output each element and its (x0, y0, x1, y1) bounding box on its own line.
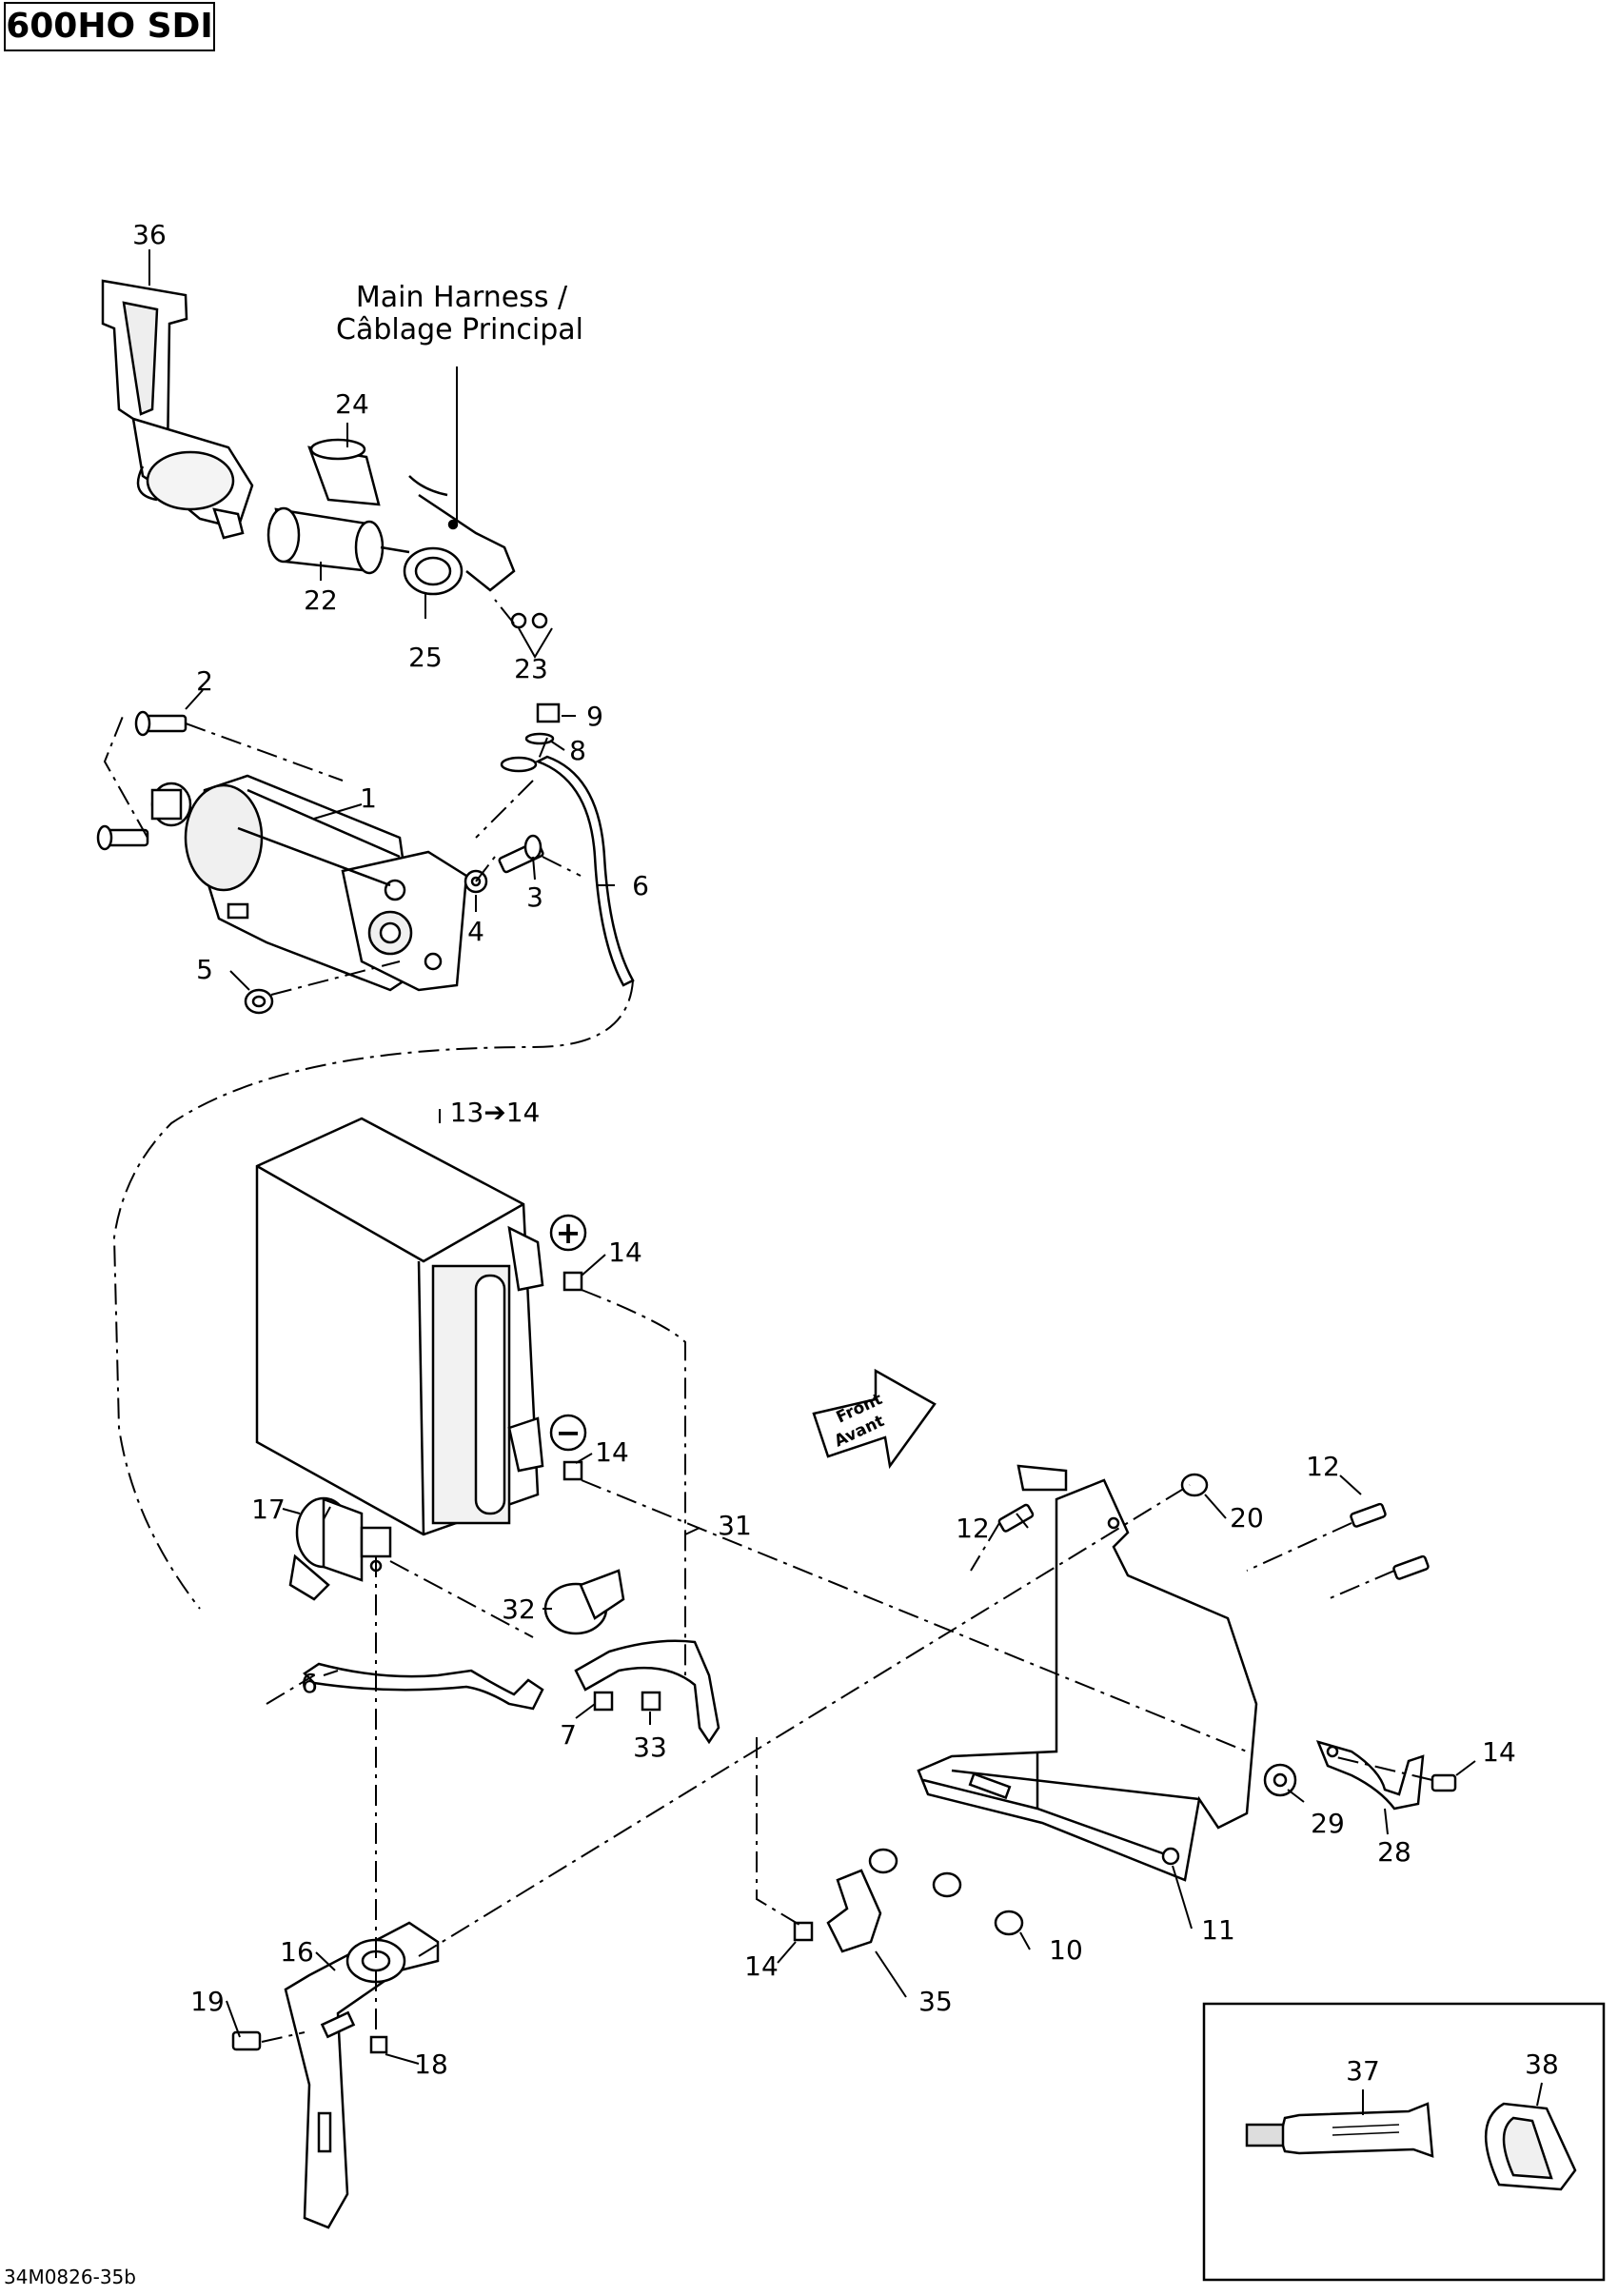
callout-13: 13➔14 (450, 1097, 541, 1128)
callout-12-right: 12 (1306, 1451, 1340, 1482)
callout-5: 5 (196, 954, 213, 985)
callout-9: 9 (586, 701, 603, 732)
callout-29: 29 (1311, 1808, 1345, 1839)
battery (255, 1117, 544, 1536)
callout-2: 2 (196, 665, 213, 697)
screws-12 (997, 1502, 1430, 1580)
nuts-7-33 (593, 1691, 661, 1712)
nut-18 (369, 2035, 388, 2054)
ground-cable-31 (574, 1639, 720, 1745)
main-harness-en: Main Harness / (356, 281, 568, 314)
callouts: 36 24 22 25 23 2 9 8 1 3 6 4 5 13➔14 14 … (132, 219, 1516, 2080)
callout-7: 7 (560, 1719, 577, 1751)
boot-35 (793, 1869, 882, 1953)
inset-box: 37 38 (1202, 2002, 1606, 2282)
callout-11: 11 (1201, 1914, 1235, 1946)
callout-14-d: 14 (744, 1950, 779, 1982)
assembly-lines (103, 599, 1433, 2043)
callout-14-b: 14 (595, 1436, 629, 1468)
callout-16: 16 (280, 1936, 314, 1968)
battery-tray (917, 1464, 1258, 1882)
star-washer-29 (1263, 1763, 1297, 1797)
callout-4: 4 (467, 916, 484, 947)
rubber-mounts-10 (868, 1848, 1024, 1936)
callout-33: 33 (633, 1732, 667, 1763)
callout-1: 1 (360, 782, 377, 814)
main-harness-fr: Câblage Principal (336, 313, 583, 346)
callout-38: 38 (1525, 2049, 1559, 2080)
callout-31: 31 (718, 1510, 752, 1541)
nut-20 (1180, 1473, 1209, 1497)
callout-28: 28 (1377, 1836, 1411, 1868)
main-harness-label: Main Harness / Câblage Principal (336, 281, 583, 346)
support-bracket (101, 279, 254, 540)
callout-14-c: 14 (1482, 1736, 1516, 1768)
callout-19: 19 (190, 1986, 225, 2017)
callout-10: 10 (1049, 1934, 1083, 1966)
callout-12-left: 12 (956, 1513, 990, 1544)
grease-tube-37 (1245, 2102, 1434, 2158)
ground-cable-28 (1315, 1740, 1425, 1811)
callout-18: 18 (414, 2049, 448, 2080)
callout-24: 24 (335, 388, 369, 420)
callout-35: 35 (918, 1986, 953, 2017)
callout-22: 22 (304, 584, 338, 616)
starter-motor (150, 774, 468, 992)
callout-17: 17 (251, 1494, 286, 1525)
callout-8: 8 (569, 735, 586, 766)
terminal-nuts (562, 1271, 583, 1481)
callout-25: 25 (408, 642, 443, 673)
callout-6-top: 6 (632, 870, 649, 901)
callout-6-bottom: 6 (301, 1668, 318, 1699)
solenoid (288, 1496, 392, 1601)
leader-lines (148, 249, 1476, 2065)
front-arrow: Front Avant (812, 1368, 937, 1470)
terminal-cap (543, 1569, 625, 1635)
starter-cable-6 (500, 703, 635, 987)
leader-38 (1536, 2082, 1543, 2107)
callout-23: 23 (514, 653, 548, 684)
callout-37: 37 (1346, 2055, 1380, 2087)
solenoid-cable-6 (303, 1662, 544, 1711)
plus-symbol: + (556, 1215, 582, 1251)
callout-32: 32 (502, 1593, 536, 1625)
screw-19 (231, 2030, 262, 2051)
document-code: 34M0826-35b (4, 2266, 136, 2288)
capacitor-assembly (266, 438, 548, 629)
screw-14-right (1431, 1773, 1457, 1792)
polarity-symbols: + − (549, 1214, 587, 1452)
callout-20: 20 (1230, 1502, 1264, 1534)
callout-36: 36 (132, 219, 167, 250)
strap-38 (1484, 2102, 1577, 2191)
model-tag: 600HO SDI (4, 2, 215, 51)
callout-3: 3 (526, 881, 543, 913)
callout-14-a: 14 (608, 1237, 642, 1268)
minus-symbol: − (556, 1415, 582, 1451)
